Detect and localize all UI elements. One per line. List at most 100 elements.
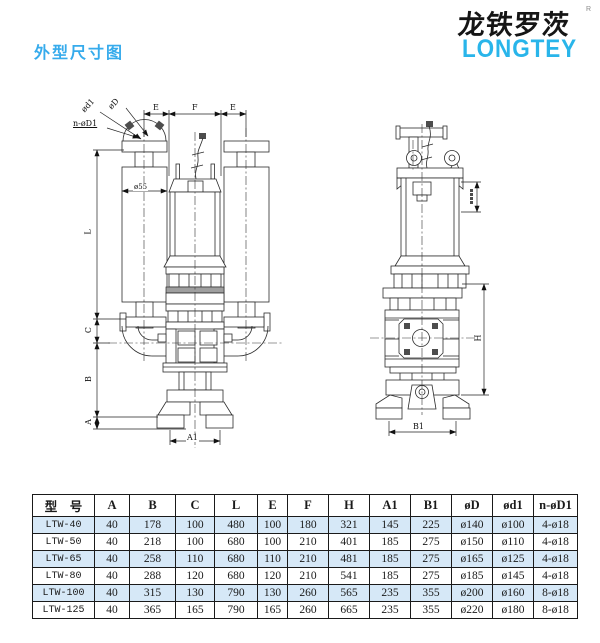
dimension-table: 型 号 A B C L E F H A1 B1 øD ød1 n-øD1 LTW… xyxy=(32,494,578,619)
table-cell: ø185 xyxy=(451,567,493,585)
table-cell: 321 xyxy=(328,516,370,534)
table-cell: 225 xyxy=(410,516,452,534)
col-header: H xyxy=(328,494,370,517)
table-cell: 260 xyxy=(287,601,329,619)
table-cell: 40 xyxy=(94,567,130,585)
table-cell: 288 xyxy=(129,567,176,585)
col-header-model: 型 号 xyxy=(32,494,95,517)
table-row: LTW-40 40 178 100 480 100 180 321 145 22… xyxy=(32,516,578,534)
table-cell: ø140 xyxy=(451,516,493,534)
table-cell: 40 xyxy=(94,516,130,534)
table-cell: 100 xyxy=(257,516,288,534)
table-cell: 665 xyxy=(328,601,370,619)
table-cell: 260 xyxy=(287,584,329,602)
table-cell: 180 xyxy=(287,516,329,534)
col-header: B1 xyxy=(410,494,452,517)
dim-label-a: A xyxy=(83,419,93,425)
table-cell: 185 xyxy=(369,533,411,551)
table-cell: 100 xyxy=(175,533,215,551)
front-view-drawing xyxy=(93,107,284,448)
table-cell: ø220 xyxy=(451,601,493,619)
table-cell: 185 xyxy=(369,567,411,585)
col-header: A xyxy=(94,494,130,517)
col-header: E xyxy=(257,494,288,517)
table-cell: ø200 xyxy=(451,584,493,602)
table-cell: 401 xyxy=(328,533,370,551)
table-cell: 680 xyxy=(214,550,258,568)
table-cell: ø110 xyxy=(492,533,534,551)
col-header: B xyxy=(129,494,176,517)
col-header: n-øD1 xyxy=(533,494,578,517)
logo-latin: LONGTEY xyxy=(462,35,578,63)
table-cell: 275 xyxy=(410,567,452,585)
model-cell: LTW-40 xyxy=(32,516,95,534)
dim-label-a1: A1 xyxy=(186,433,199,442)
model-cell: LTW-100 xyxy=(32,584,95,602)
model-cell: LTW-50 xyxy=(32,533,95,551)
table-cell: 110 xyxy=(257,550,288,568)
table-cell: 4-ø18 xyxy=(533,516,578,534)
table-cell: 100 xyxy=(257,533,288,551)
table-cell: 481 xyxy=(328,550,370,568)
table-cell: 120 xyxy=(257,567,288,585)
col-header: A1 xyxy=(369,494,411,517)
col-header: F xyxy=(287,494,329,517)
table-cell: 235 xyxy=(369,601,411,619)
table-cell: 565 xyxy=(328,584,370,602)
dim-label-c: C xyxy=(84,326,94,334)
table-cell: 210 xyxy=(287,550,329,568)
table-row: LTW-50 40 218 100 680 100 210 401 185 27… xyxy=(32,533,578,551)
table-cell: 130 xyxy=(257,584,288,602)
table-cell: 355 xyxy=(410,584,452,602)
table-header-row: 型 号 A B C L E F H A1 B1 øD ød1 n-øD1 xyxy=(32,494,578,517)
dim-label-silencer-dia: ø55 xyxy=(133,183,149,191)
table-cell: 145 xyxy=(369,516,411,534)
dim-label-h: H xyxy=(473,334,483,342)
table-cell: ø160 xyxy=(492,584,534,602)
table-cell: 165 xyxy=(175,601,215,619)
table-row: LTW-100 40 315 130 790 130 260 565 235 3… xyxy=(32,584,578,602)
dim-label-l: L xyxy=(83,229,93,235)
model-cell: LTW-125 xyxy=(32,601,95,619)
table-cell: ø125 xyxy=(492,550,534,568)
model-cell: LTW-65 xyxy=(32,550,95,568)
table-cell: 541 xyxy=(328,567,370,585)
registered-trademark-icon: R xyxy=(586,6,592,13)
table-cell: 40 xyxy=(94,584,130,602)
dim-label-e-right: E xyxy=(230,103,236,112)
table-cell: 100 xyxy=(175,516,215,534)
col-header: ød1 xyxy=(492,494,534,517)
dim-label-f: F xyxy=(192,103,198,112)
table-cell: 315 xyxy=(129,584,176,602)
dim-label-bolt-pattern: n-øD1 xyxy=(73,119,98,128)
table-cell: 258 xyxy=(129,550,176,568)
table-cell: 210 xyxy=(287,567,329,585)
page-title: 外型尺寸图 xyxy=(34,45,125,62)
table-cell: 120 xyxy=(175,567,215,585)
table-cell: 365 xyxy=(129,601,176,619)
table-cell: 275 xyxy=(410,550,452,568)
table-cell: 680 xyxy=(214,533,258,551)
table-cell: ø150 xyxy=(451,533,493,551)
dim-label-b: B xyxy=(83,376,93,382)
table-cell: 178 xyxy=(129,516,176,534)
table-cell: 790 xyxy=(214,601,258,619)
table-cell: 8-ø18 xyxy=(533,601,578,619)
table-cell: 8-ø18 xyxy=(533,584,578,602)
col-header: øD xyxy=(451,494,493,517)
table-cell: 235 xyxy=(369,584,411,602)
table-cell: 130 xyxy=(175,584,215,602)
table-cell: 210 xyxy=(287,533,329,551)
side-view-drawing xyxy=(370,121,489,436)
dim-label-b1: B1 xyxy=(412,422,425,431)
table-cell: 680 xyxy=(214,567,258,585)
table-cell: 40 xyxy=(94,601,130,619)
table-row: LTW-65 40 258 110 680 110 210 481 185 27… xyxy=(32,550,578,568)
table-cell: ø165 xyxy=(451,550,493,568)
dim-label-e-left: E xyxy=(153,103,159,112)
table-cell: 4-ø18 xyxy=(533,533,578,551)
table-cell: 165 xyxy=(257,601,288,619)
table-cell: ø145 xyxy=(492,567,534,585)
